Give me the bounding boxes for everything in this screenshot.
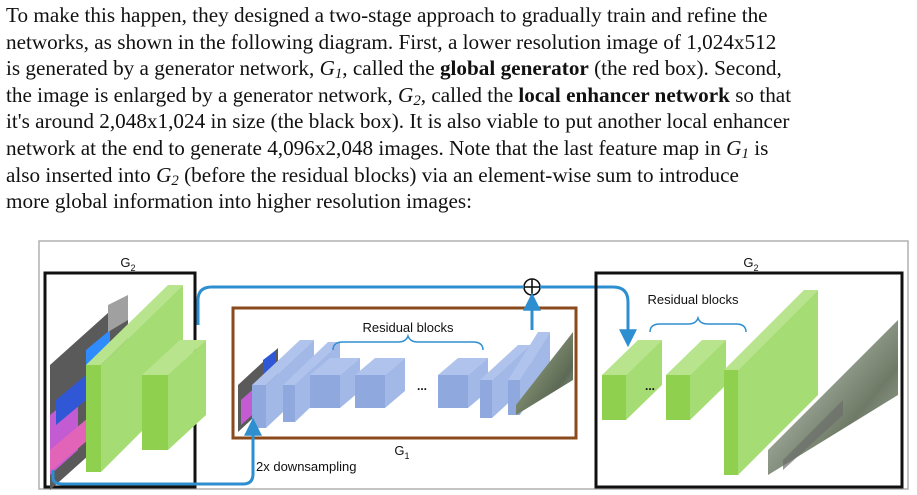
global-generator-box: [231, 306, 578, 440]
residual-block-1: [310, 358, 360, 408]
upsample-block-green: [724, 290, 818, 475]
center-box-label: G1: [394, 443, 409, 461]
local-enhancer-back-box: [594, 271, 904, 489]
final-output-image: [768, 320, 898, 475]
local-enhancer-term: local enhancer network: [518, 82, 730, 107]
g1-symbol: G1: [319, 56, 343, 83]
conv-block-green-2: [142, 340, 206, 450]
residual-brace-right: [649, 315, 747, 333]
g2-symbol: G2: [398, 82, 421, 109]
text-fragment: is: [748, 135, 769, 160]
residual-block-green-2: [666, 340, 726, 420]
symbol-letter: G: [319, 56, 335, 81]
right-ellipsis: ...: [645, 379, 655, 393]
symbol-subscript: 2: [413, 92, 421, 109]
residual-block-2: [355, 358, 405, 408]
symbol-subscript: 2: [171, 172, 179, 189]
left-box-label: G2: [120, 255, 135, 273]
text-fragment: (the red box). Second,: [588, 56, 782, 81]
downsampling-label: 2x downsampling: [256, 459, 356, 474]
label-subscript: 1: [405, 451, 410, 461]
paragraph-line-8: more global information into higher reso…: [6, 189, 473, 214]
residual-block-green-1: [602, 340, 662, 420]
label-letter: G: [120, 255, 130, 270]
g2-symbol: G2: [156, 162, 179, 189]
global-output-image: [516, 332, 573, 415]
text-fragment: , called the: [420, 82, 519, 107]
paragraph-line-6: network at the end to generate 4,096x2,0…: [6, 135, 911, 162]
label-letter: G: [394, 443, 404, 458]
center-ellipsis: ...: [417, 379, 427, 393]
label-subscript: 2: [131, 263, 136, 273]
symbol-subscript: 1: [741, 145, 749, 162]
paragraph-line-1: To make this happen, they designed a two…: [6, 3, 768, 27]
label-subscript: 2: [754, 263, 759, 273]
body-paragraph: To make this happen, they designed a two…: [6, 2, 911, 215]
downsampling-arrow: [51, 417, 262, 486]
skip-connection-arrow: [196, 285, 524, 325]
residual-blocks-label-center: Residual blocks: [362, 320, 454, 335]
residual-blocks-label-right: Residual blocks: [647, 292, 739, 307]
residual-brace-center: [332, 333, 484, 351]
residual-block-3: [438, 358, 488, 408]
symbol-letter: G: [156, 162, 172, 187]
paragraph-line-3: is generated by a generator network, G1,…: [6, 55, 911, 82]
paragraph-line-4: the image is enlarged by a generator net…: [6, 82, 911, 109]
text-fragment: , called the: [342, 56, 440, 81]
text-fragment: is generated by a generator network,: [6, 56, 320, 81]
global-generator-term: global generator: [439, 56, 589, 81]
text-fragment: so that: [729, 82, 792, 107]
symbol-letter: G: [398, 82, 414, 107]
right-box-label: G2: [743, 255, 758, 273]
symbol-subscript: 1: [334, 66, 343, 83]
paragraph-line-5: it's around 2,048x1,024 in size (the bla…: [6, 109, 790, 134]
text-fragment: (before the residual blocks) via an elem…: [178, 162, 739, 187]
architecture-diagram: G2 G1: [38, 240, 909, 490]
label-letter: G: [743, 255, 753, 270]
text-fragment: network at the end to generate 4,096x2,0…: [6, 135, 727, 160]
text-fragment: the image is enlarged by a generator net…: [6, 82, 399, 107]
paragraph-line-2: networks, as shown in the following diag…: [6, 29, 777, 54]
paragraph-line-7: also inserted into G2 (before the residu…: [6, 162, 911, 189]
sum-to-residual-arrow: [540, 285, 637, 348]
g1-symbol: G1: [726, 135, 749, 162]
text-fragment: also inserted into: [6, 162, 157, 187]
output-image-detail: [783, 400, 843, 470]
symbol-letter: G: [726, 135, 742, 160]
